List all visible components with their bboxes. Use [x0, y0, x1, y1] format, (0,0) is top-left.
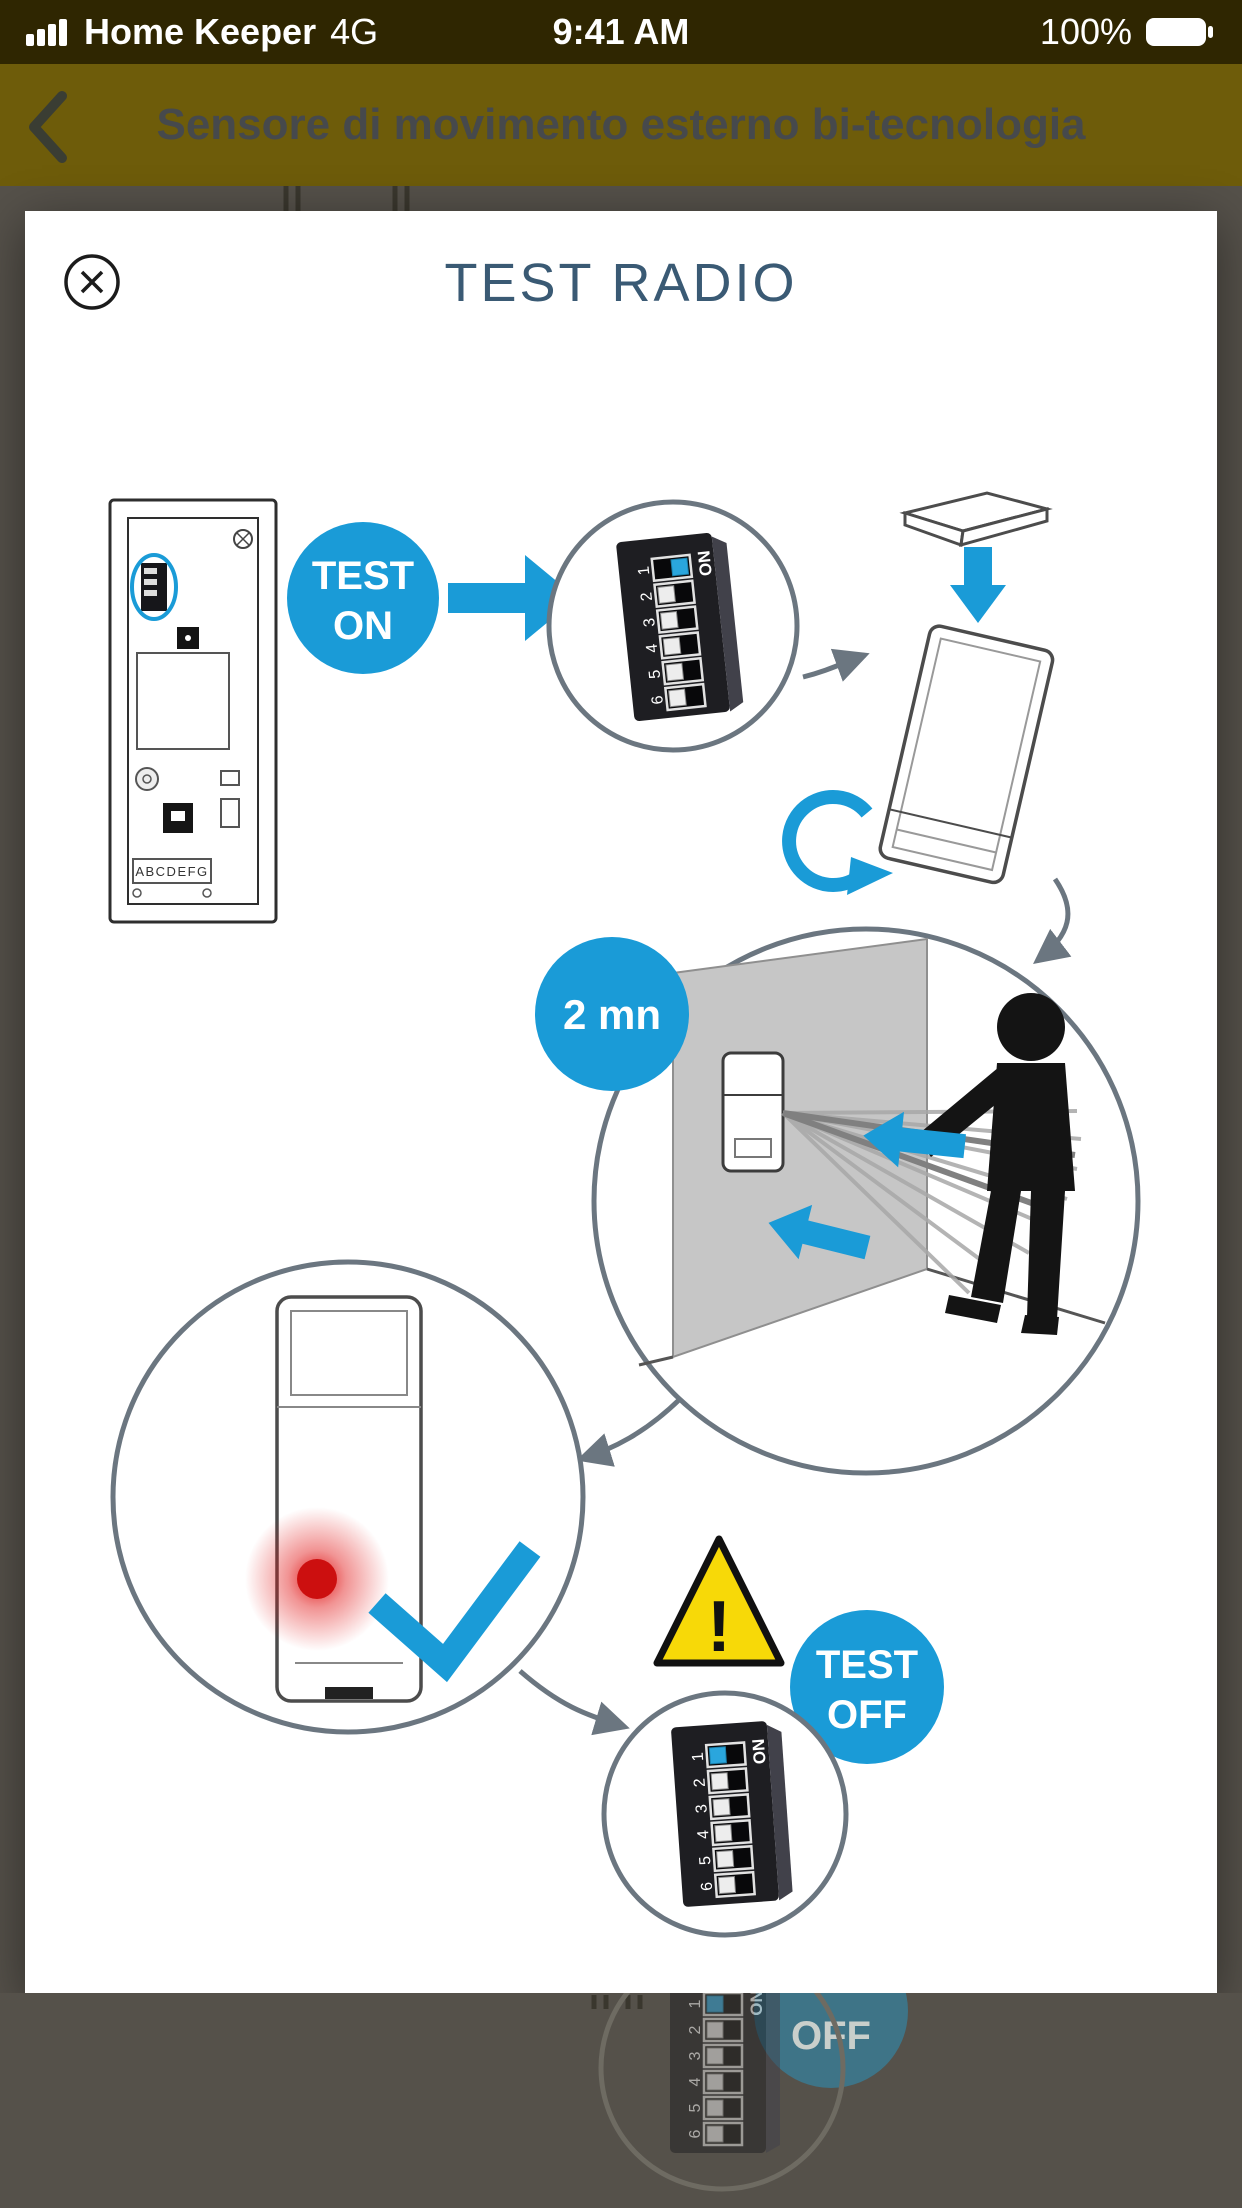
arrow-to-led-check — [576, 1397, 682, 1467]
dimmed-dip-panel: ON 1 2 3 4 5 6 — [670, 1973, 780, 2153]
modal-title: TEST RADIO — [444, 253, 797, 313]
led-red-dot — [297, 1559, 337, 1599]
blue-arrow-left-icon-2 — [768, 1204, 871, 1260]
carrier-label: Home Keeper — [84, 11, 317, 52]
battery-percent: 100% — [1039, 11, 1132, 52]
svg-text:4: 4 — [687, 2077, 704, 2086]
dip-on-label: ON — [694, 550, 716, 577]
svg-text:4: 4 — [644, 643, 662, 654]
svg-text:ON: ON — [747, 1993, 766, 2016]
warning-icon: ! — [653, 1535, 785, 1667]
svg-text:TEST: TEST — [816, 1643, 918, 1687]
timer-badge: 2 mn — [535, 937, 689, 1091]
dip-on-label: ON — [749, 1738, 770, 1765]
dip-circle-on: ON 1 2 3 4 5 6 — [546, 499, 800, 753]
svg-text:3: 3 — [641, 617, 659, 628]
checkmark-icon — [368, 1541, 541, 1683]
battery-icon — [1146, 18, 1213, 46]
dip-switch-panel-on: ON 1 2 3 4 5 6 — [616, 532, 744, 722]
led-check-circle — [110, 1259, 586, 1735]
signal-bars-icon — [26, 19, 67, 46]
svg-text:5: 5 — [646, 669, 664, 680]
svg-text:2 mn: 2 mn — [563, 991, 661, 1038]
network-label: 4G — [330, 11, 379, 52]
rotate-arrow-icon — [782, 790, 893, 895]
svg-text:1: 1 — [636, 565, 654, 576]
svg-text:!: ! — [707, 1587, 731, 1667]
svg-text:1: 1 — [687, 1999, 704, 2008]
arrow-to-test-scene — [1033, 877, 1072, 965]
test-radio-modal: TEST RADIO ABCDEFG TEST ON — [25, 211, 1217, 1993]
svg-text:OFF: OFF — [827, 1693, 907, 1737]
test-off-badge: TEST OFF — [790, 1610, 944, 1764]
dimmed-background-strip — [0, 186, 1242, 211]
svg-text:3: 3 — [693, 1803, 711, 1813]
svg-text:6: 6 — [649, 695, 667, 706]
clock: 9:41 AM — [552, 11, 690, 52]
arrow-to-device — [802, 648, 870, 682]
device-closing-diagram — [878, 491, 1055, 885]
dimmed-lines — [283, 186, 410, 211]
svg-text:TEST: TEST — [312, 554, 414, 598]
blue-arrow-left-icon — [863, 1111, 966, 1168]
dimmed-background-bottom: OFF ON 1 2 3 4 5 6 — [0, 1934, 1242, 2208]
dip-circle-off: ON 1 2 3 4 5 6 — [601, 1690, 849, 1938]
blue-arrow-right-icon — [448, 555, 577, 641]
chevron-left-icon — [29, 91, 67, 163]
page-title: Sensore di movimento esterno bi-tecnolog… — [156, 100, 1086, 149]
svg-text:5: 5 — [687, 2103, 704, 2112]
svg-text:2: 2 — [691, 1778, 709, 1788]
status-bar: Home Keeper 4G 9:41 AM 100% — [0, 0, 1242, 64]
svg-text:3: 3 — [687, 2051, 704, 2060]
back-button[interactable] — [26, 88, 70, 171]
svg-text:6: 6 — [687, 2129, 704, 2138]
svg-text:2: 2 — [687, 2025, 704, 2034]
dip-switch-panel-off: ON 1 2 3 4 5 6 — [671, 1721, 793, 1907]
svg-text:1: 1 — [690, 1752, 708, 1762]
close-button[interactable] — [64, 254, 120, 310]
walk-test-scene: 2 mn — [535, 926, 1141, 1476]
svg-text:4: 4 — [695, 1829, 713, 1839]
test-on-badge: TEST ON — [287, 522, 439, 674]
svg-text:6: 6 — [699, 1881, 717, 1891]
svg-text:5: 5 — [697, 1855, 715, 1865]
board-label: ABCDEFG — [135, 864, 208, 879]
nav-bar: Sensore di movimento esterno bi-tecnolog… — [0, 64, 1242, 186]
sensor-board-diagram: ABCDEFG — [108, 498, 278, 924]
blue-arrow-down-icon — [950, 547, 1006, 623]
svg-text:2: 2 — [638, 591, 656, 602]
dip-highlight-ellipse — [130, 553, 178, 621]
svg-text:ON: ON — [333, 604, 393, 648]
mounted-sensor — [721, 1051, 785, 1173]
arrow-to-dip-off — [518, 1669, 630, 1736]
